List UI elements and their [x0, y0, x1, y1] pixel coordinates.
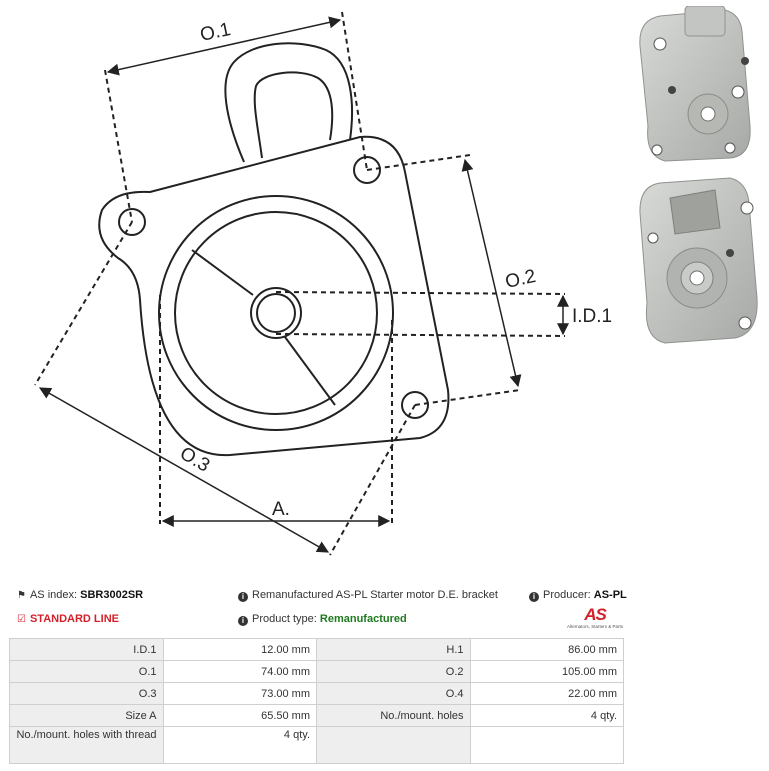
outer-bore [158, 195, 394, 431]
table-row: O.3 73.00 mm O.4 22.00 mm [9, 682, 624, 705]
spec-value: 74.00 mm [162, 660, 317, 683]
product-type: i Product type: Remanufactured [238, 612, 407, 626]
table-row: I.D.1 12.00 mm H.1 86.00 mm [9, 638, 624, 661]
spec-label: O.1 [9, 660, 164, 683]
logo-brand: AS [584, 605, 607, 624]
spec-value [469, 726, 624, 764]
label-o2: O.2 [503, 266, 537, 293]
product-photo-rear [639, 177, 758, 344]
mount-hole-left [118, 208, 146, 236]
product-description: i Remanufactured AS-PL Starter motor D.E.… [238, 588, 498, 602]
tag-icon: ⚑ [17, 590, 26, 601]
info-icon: i [238, 616, 248, 626]
label-id1: I.D.1 [572, 306, 612, 327]
bracket-outline [98, 135, 450, 457]
spec-value: 65.50 mm [162, 704, 317, 727]
producer-value: AS-PL [593, 589, 627, 601]
checkbox-icon: ☑ [17, 614, 26, 625]
spec-value: 4 qty. [162, 726, 317, 764]
info-icon: i [529, 592, 539, 602]
description-text: Remanufactured AS-PL Starter motor D.E. … [252, 589, 498, 601]
table-row: Size A 65.50 mm No./mount. holes 4 qty. [9, 704, 624, 727]
info-icon: i [238, 592, 248, 602]
logo-tagline: Alternators, Starters & Parts [566, 624, 624, 629]
center-hole-outer [250, 287, 302, 339]
inner-bore [174, 211, 378, 415]
spec-label: No./mount. holes [316, 704, 471, 727]
line-badge: ☑STANDARD LINE [17, 612, 119, 627]
product-type-value: Remanufactured [319, 613, 407, 625]
spec-label: Size A [9, 704, 164, 727]
spec-label: O.2 [316, 660, 471, 683]
label-o1: O.1 [198, 19, 232, 46]
table-row: O.1 74.00 mm O.2 105.00 mm [9, 660, 624, 683]
product-type-label: Product type: [252, 613, 317, 625]
spec-label: O.3 [9, 682, 164, 705]
spec-value: 22.00 mm [469, 682, 624, 705]
spec-label: I.D.1 [9, 638, 164, 661]
as-pl-logo: AS Alternators, Starters & Parts [562, 606, 628, 632]
bracket-technical-drawing: O.1 O.2 O.3 I.D.1 A. [34, 11, 612, 556]
bracket-lug-inner [253, 71, 334, 159]
specs-table: I.D.1 12.00 mm H.1 86.00 mm O.1 74.00 mm… [9, 638, 624, 764]
as-index-label: AS index: [29, 589, 78, 601]
spec-value: 12.00 mm [162, 638, 317, 661]
as-index: ⚑AS index: SBR3002SR [17, 588, 143, 603]
product-photo-front [639, 6, 751, 162]
center-hole-inner [256, 293, 296, 333]
spec-value: 4 qty. [469, 704, 624, 727]
as-index-value: SBR3002SR [80, 589, 144, 601]
dim-o2-line [461, 158, 522, 388]
producer-label: Producer: [543, 589, 591, 601]
producer: i Producer: AS-PL [529, 588, 627, 602]
spec-label: H.1 [316, 638, 471, 661]
spec-label: O.4 [316, 682, 471, 705]
spec-label: No./mount. holes with thread [9, 726, 164, 764]
spec-value: 73.00 mm [162, 682, 317, 705]
spec-value: 86.00 mm [469, 638, 624, 661]
spec-value: 105.00 mm [469, 660, 624, 683]
mount-hole-bottom-right [401, 391, 429, 419]
label-o3: O.3 [176, 443, 213, 476]
label-a: A. [272, 499, 290, 520]
mount-hole-top-right [353, 156, 381, 184]
dim-o3-line [38, 387, 330, 553]
line-label: STANDARD LINE [29, 613, 119, 625]
table-row: No./mount. holes with thread 4 qty. [9, 726, 624, 764]
spec-label [316, 726, 471, 764]
dim-o1-line [106, 16, 342, 76]
